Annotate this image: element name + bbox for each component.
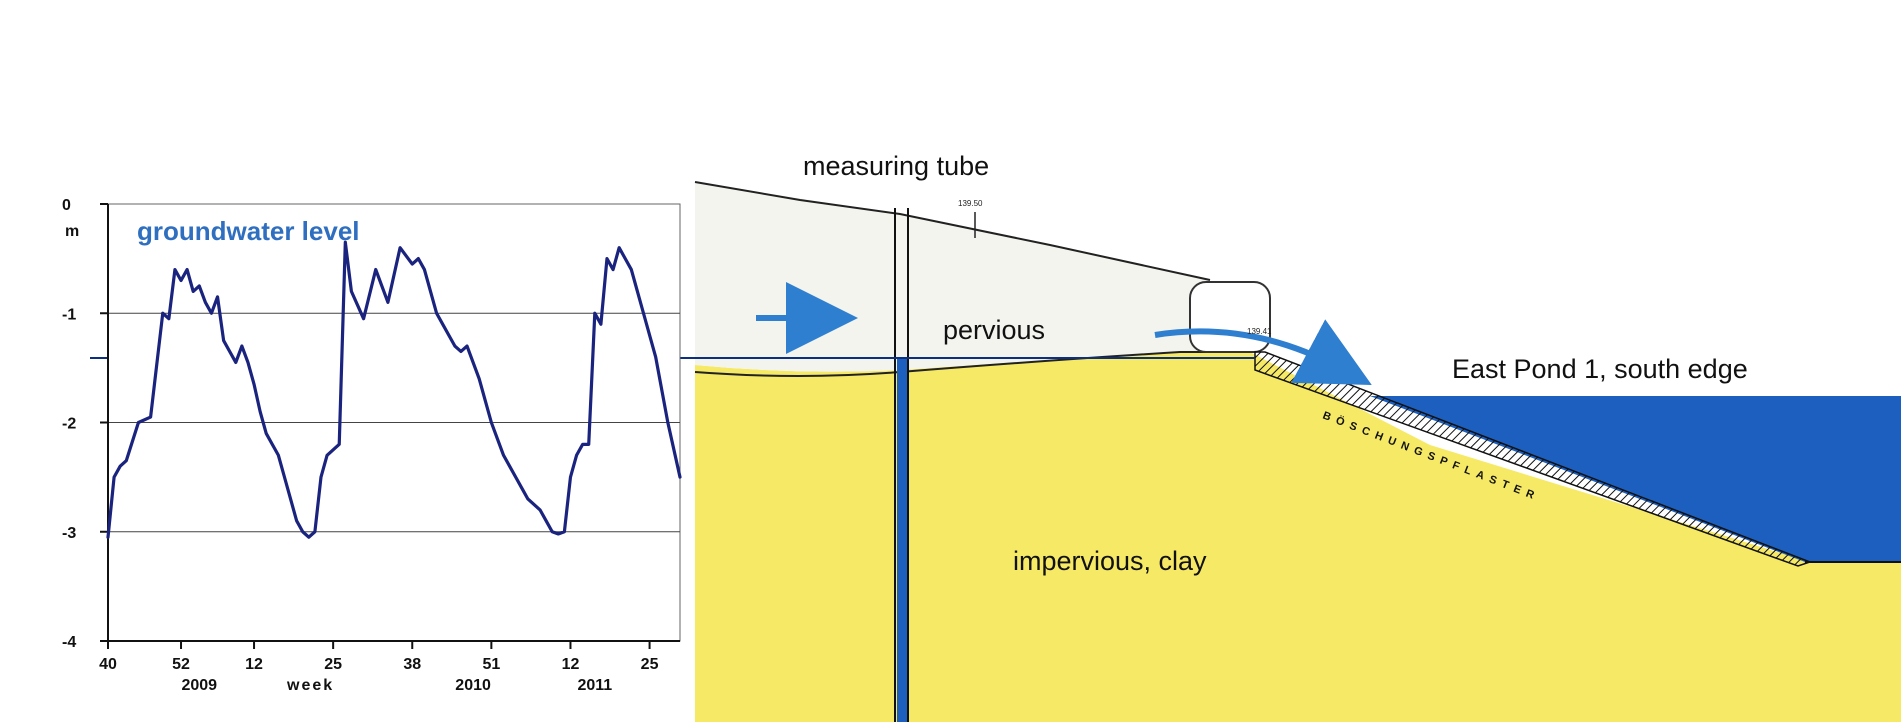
pond-label: East Pond 1, south edge (1452, 354, 1748, 384)
x-tick-label: 25 (641, 656, 659, 673)
measuring-tube-water (897, 358, 907, 722)
clay-layer (695, 352, 1901, 722)
pond-water (1370, 396, 1901, 562)
chart-series (106, 240, 682, 539)
year-label: 2010 (455, 677, 491, 694)
year-label: 2009 (181, 677, 217, 694)
groundwater-chart: 0 -1 -2 -3 -4 40 52 12 25 38 51 12 25 2009 2010 2011 gr… (62, 197, 682, 694)
y-tick-label: -1 (62, 306, 76, 323)
elevation-label-outlet: 139.41 (1247, 327, 1272, 336)
year-label: 2011 (577, 677, 612, 694)
x-tick-label: 12 (245, 656, 263, 673)
flow-arrow-outflow (1154, 319, 1372, 385)
y-axis-unit: m (65, 223, 79, 240)
ground-surface-line (694, 181, 1211, 281)
chart-grid (108, 312, 680, 533)
x-tick-label: 51 (482, 656, 500, 673)
y-tick-label: -3 (62, 525, 76, 542)
y-tick-label: -4 (62, 634, 76, 651)
slope-paving (1254, 351, 1813, 567)
chart-ticks: 0 -1 -2 -3 -4 40 52 12 25 38 51 12 25 2009 2010 2011 (62, 197, 659, 694)
x-tick-label: 38 (403, 656, 421, 673)
chart-axes (100, 203, 680, 649)
cross-section-diagram: 139.50 139.41 measuring tube pervious im… (90, 151, 1901, 722)
x-axis-label: week (286, 677, 334, 694)
y-tick-label: 0 (62, 197, 71, 214)
x-tick-label: 40 (99, 656, 117, 673)
x-tick-label: 52 (172, 656, 190, 673)
impervious-clay-label: impervious, clay (1013, 546, 1207, 576)
y-tick-label: -2 (62, 416, 76, 433)
x-tick-label: 12 (562, 656, 580, 673)
measuring-tube-label: measuring tube (803, 151, 989, 181)
groundwater-series-line (106, 240, 682, 539)
pervious-label: pervious (943, 315, 1045, 345)
chart-title: groundwater level (137, 216, 360, 246)
x-tick-label: 25 (324, 656, 342, 673)
elevation-label-top: 139.50 (958, 199, 983, 208)
rock-block (1189, 281, 1271, 353)
